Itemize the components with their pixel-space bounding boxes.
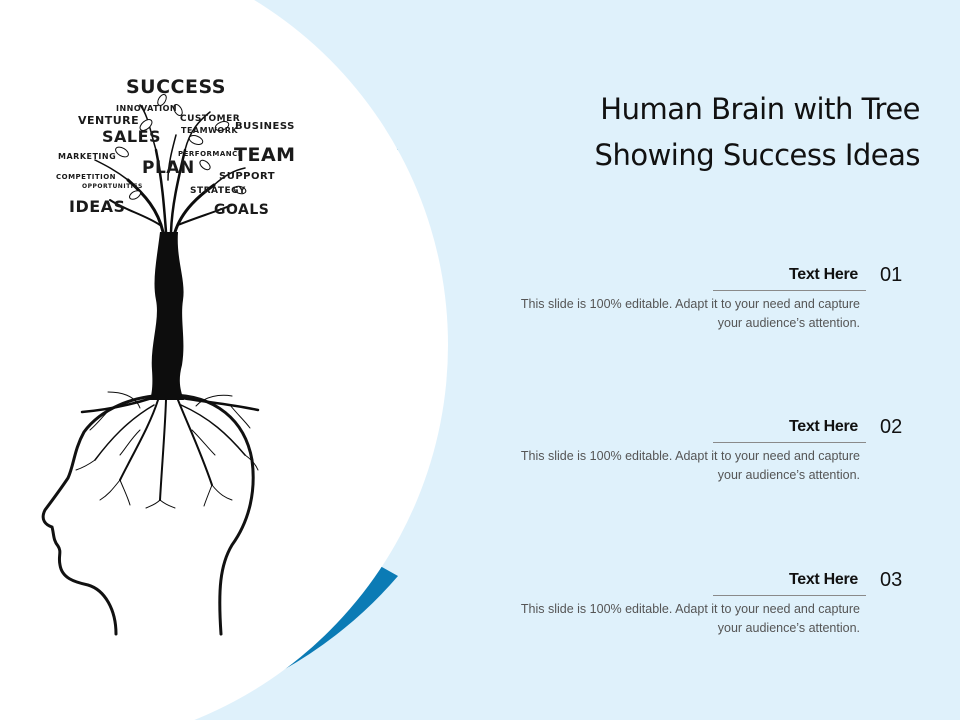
item-body: This slide is 100% editable. Adapt it to… bbox=[520, 449, 860, 482]
item-number: 03 bbox=[880, 569, 903, 591]
tree-word-business: BUSINESS bbox=[235, 121, 295, 132]
tree-word-venture: VENTURE bbox=[78, 114, 140, 127]
tree-word-strategy: STRATEGY bbox=[190, 186, 246, 196]
tree-leaves bbox=[115, 94, 247, 200]
tree-word-customer: CUSTOMER bbox=[180, 114, 241, 124]
tree-trunk bbox=[150, 232, 184, 400]
list-item: Text Here 03 This slide is 100% editable… bbox=[520, 569, 920, 661]
list-item: Text Here 01 This slide is 100% editable… bbox=[520, 264, 920, 356]
page-title: Human Brain with Tree Showing Success Id… bbox=[520, 86, 921, 178]
item-heading: Text Here bbox=[788, 571, 858, 588]
tree-word-plan: PLAN bbox=[142, 158, 195, 178]
tree-word-teamwork: TEAMWORK bbox=[181, 126, 239, 135]
tree-word-success: SUCCESS bbox=[126, 76, 226, 98]
item-heading: Text Here bbox=[788, 418, 858, 435]
item-number: 02 bbox=[880, 416, 903, 438]
item-number: 01 bbox=[880, 264, 903, 286]
item-divider bbox=[713, 442, 866, 443]
item-divider bbox=[713, 595, 866, 596]
tree-word-support: SUPPORT bbox=[219, 171, 276, 182]
tree-roots bbox=[75, 391, 260, 509]
item-divider bbox=[713, 290, 866, 291]
tree-word-sales: SALES bbox=[102, 127, 162, 146]
head-outline bbox=[41, 393, 255, 636]
tree-word-opportunities: OPPORTUNITIES bbox=[82, 183, 143, 190]
tree-branches bbox=[94, 104, 246, 234]
tree-word-ideas: IDEAS bbox=[69, 197, 126, 216]
page-title-line-1: Human Brain with Tree bbox=[600, 92, 920, 126]
tree-word-marketing: MARKETING bbox=[58, 152, 117, 161]
page-title-line-2: Showing Success Ideas bbox=[594, 138, 921, 172]
tree-word-goals: GOALS bbox=[214, 202, 270, 218]
tree-word-competition: COMPETITION bbox=[56, 173, 117, 181]
tree-word-team: TEAM bbox=[234, 144, 296, 166]
tree-word-performance: PERFORMANCE bbox=[178, 150, 244, 158]
white-circle bbox=[0, 0, 448, 720]
item-heading: Text Here bbox=[788, 266, 858, 283]
tree-word-innovation: INNOVATION bbox=[116, 104, 178, 113]
list-item: Text Here 02 This slide is 100% editable… bbox=[520, 416, 920, 508]
item-body: This slide is 100% editable. Adapt it to… bbox=[520, 297, 860, 330]
item-body: This slide is 100% editable. Adapt it to… bbox=[520, 602, 860, 635]
